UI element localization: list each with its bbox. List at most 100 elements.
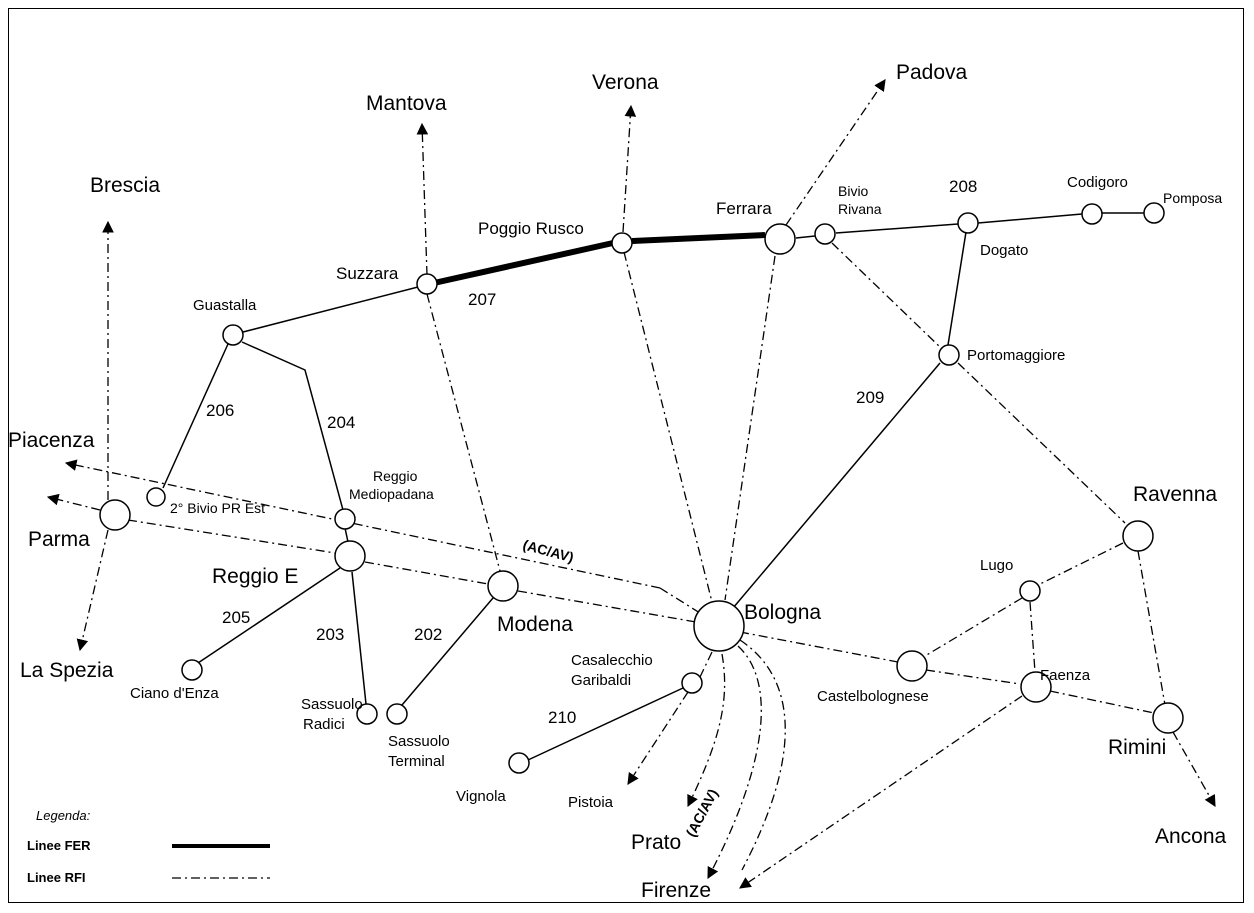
rfi-line-portomaggiore-ravenna [957,362,1126,524]
label-line-208: 208 [949,177,977,196]
station-labels: Guastalla Suzzara Poggio Rusco Ferrara B… [130,174,1222,811]
fer-line-202 [401,597,494,706]
label-line-206: 206 [206,401,234,420]
label-bologna: Bologna [744,601,821,624]
fer-line-204 [241,341,344,511]
label-rimini: Rimini [1108,736,1166,759]
label-ferrara: Ferrara [716,199,772,218]
legend-item-rfi-label: Linee RFI [27,870,86,885]
node-portomaggiore [938,344,960,366]
label-poggio-rusco: Poggio Rusco [478,219,584,238]
label-suzzara: Suzzara [336,264,399,283]
node-bivio-pr-est [146,487,166,507]
node-rimini [1152,702,1184,734]
label-lugo: Lugo [980,557,1013,574]
rfi-line-bologna-prato [687,653,726,808]
rfi-line-bologna-firenze-acav [707,645,762,880]
rfi-line-parma-piacenza [46,493,101,511]
rfi-line-ravenna-rimini [1137,550,1166,706]
rfi-line-bologna-casalecchio [699,651,713,678]
rfi-line-faenza-firenze [739,695,1023,889]
label-casalecchio-1: Casalecchio [571,652,653,669]
label-line-205: 205 [222,608,250,627]
node-castelbolognese [896,650,928,682]
node-bologna [693,600,745,652]
rfi-line-rimini-ancona [1172,731,1216,808]
node-bivio-rivana [814,223,836,245]
rfi-line-parma-reggio [127,519,336,554]
rfi-line-bologna-firenze [739,639,786,871]
label-codigoro: Codigoro [1067,174,1128,191]
rfi-line-acav-piacenza [64,459,661,589]
label-reggio-mediopadana-2: Mediopadana [349,486,434,502]
label-line-203: 203 [316,625,344,644]
label-sassuolo-radici-2: Radici [303,716,345,733]
rfi-line-ravenna-lugo [1037,542,1124,586]
fer-line-206 [162,343,229,489]
fer-line-mediopadana-reggio [344,527,349,543]
node-suzzara [416,273,438,295]
node-vignola [508,752,530,774]
node-sassuolo-radici [356,703,378,725]
label-bivio-rivana-1: Bivio [838,183,869,199]
node-lugo [1019,580,1041,602]
city-labels: Brescia Mantova Verona Padova Piacenza P… [8,61,1227,902]
label-la-spezia: La Spezia [20,659,114,682]
fer-line-207-b [631,232,766,244]
label-brescia: Brescia [90,174,160,197]
node-reggio-e [334,540,366,572]
label-line-207: 207 [468,290,496,309]
label-sassuolo-radici-1: Sassuolo [301,696,363,713]
label-padova: Padova [896,61,968,84]
map-frame [8,8,1244,903]
label-prato: Prato [631,831,681,854]
label-ciano: Ciano d'Enza [130,685,219,702]
node-modena [487,570,519,602]
label-firenze: Firenze [641,879,711,902]
rfi-line-suzzara-mantova [416,122,429,276]
rfi-lines [46,79,1216,889]
fer-thin-lines [162,212,1144,761]
label-castelbolognese: Castelbolognese [817,688,929,705]
rfi-line-ferrara-padova [785,79,886,226]
label-ancona: Ancona [1155,825,1227,848]
rfi-line-poggio-verona [622,104,637,233]
node-faenza [1020,671,1052,703]
node-parma [99,499,131,531]
label-line-202: 202 [414,625,442,644]
fer-thick-lines [433,232,766,286]
fer-line-209 [732,362,941,609]
label-dogato: Dogato [980,242,1028,259]
rfi-line-parma-laspezia [76,529,109,652]
label-piacenza: Piacenza [8,429,95,452]
node-sassuolo-terminal [386,703,408,725]
node-codigoro [1081,203,1103,225]
rfi-line-reggio-modena [364,561,489,585]
label-reggio-mediopadana-1: Reggio [373,468,418,484]
label-reggio-e: Reggio E [212,565,298,588]
label-portomaggiore: Portomaggiore [967,347,1065,364]
node-casalecchio [681,672,703,694]
node-reggio-mediopadana [334,508,356,530]
legend: Legenda: Linee FER Linee RFI [27,808,270,885]
node-ferrara [764,223,796,255]
rfi-line-lugo-faenza [1029,601,1036,673]
rfi-line-ferrara-bologna [724,255,776,601]
rfi-line-suzzara-modena [426,293,501,572]
rfi-line-bologna-castelbolognese [739,631,899,663]
stations [99,202,1184,774]
fer-line-ferrara-rivana [795,235,816,239]
label-casalecchio-2: Garibaldi [571,672,631,689]
rfi-line-lugo-castelbolognese [924,597,1023,657]
fer-line-207-a [433,240,614,286]
label-pistoia: Pistoia [568,794,614,811]
label-sassuolo-terminal-1: Sassuolo [388,733,450,750]
label-verona: Verona [592,71,659,94]
label-line-204: 204 [327,413,355,432]
legend-title: Legenda: [36,808,91,823]
fer-line-210 [527,687,684,761]
label-line-209: 209 [856,388,884,407]
label-bivio-pr-est: 2° Bivio PR Est [170,500,265,516]
rfi-line-castelbolognese-faenza [925,669,1021,685]
fer-line-205 [197,567,341,664]
